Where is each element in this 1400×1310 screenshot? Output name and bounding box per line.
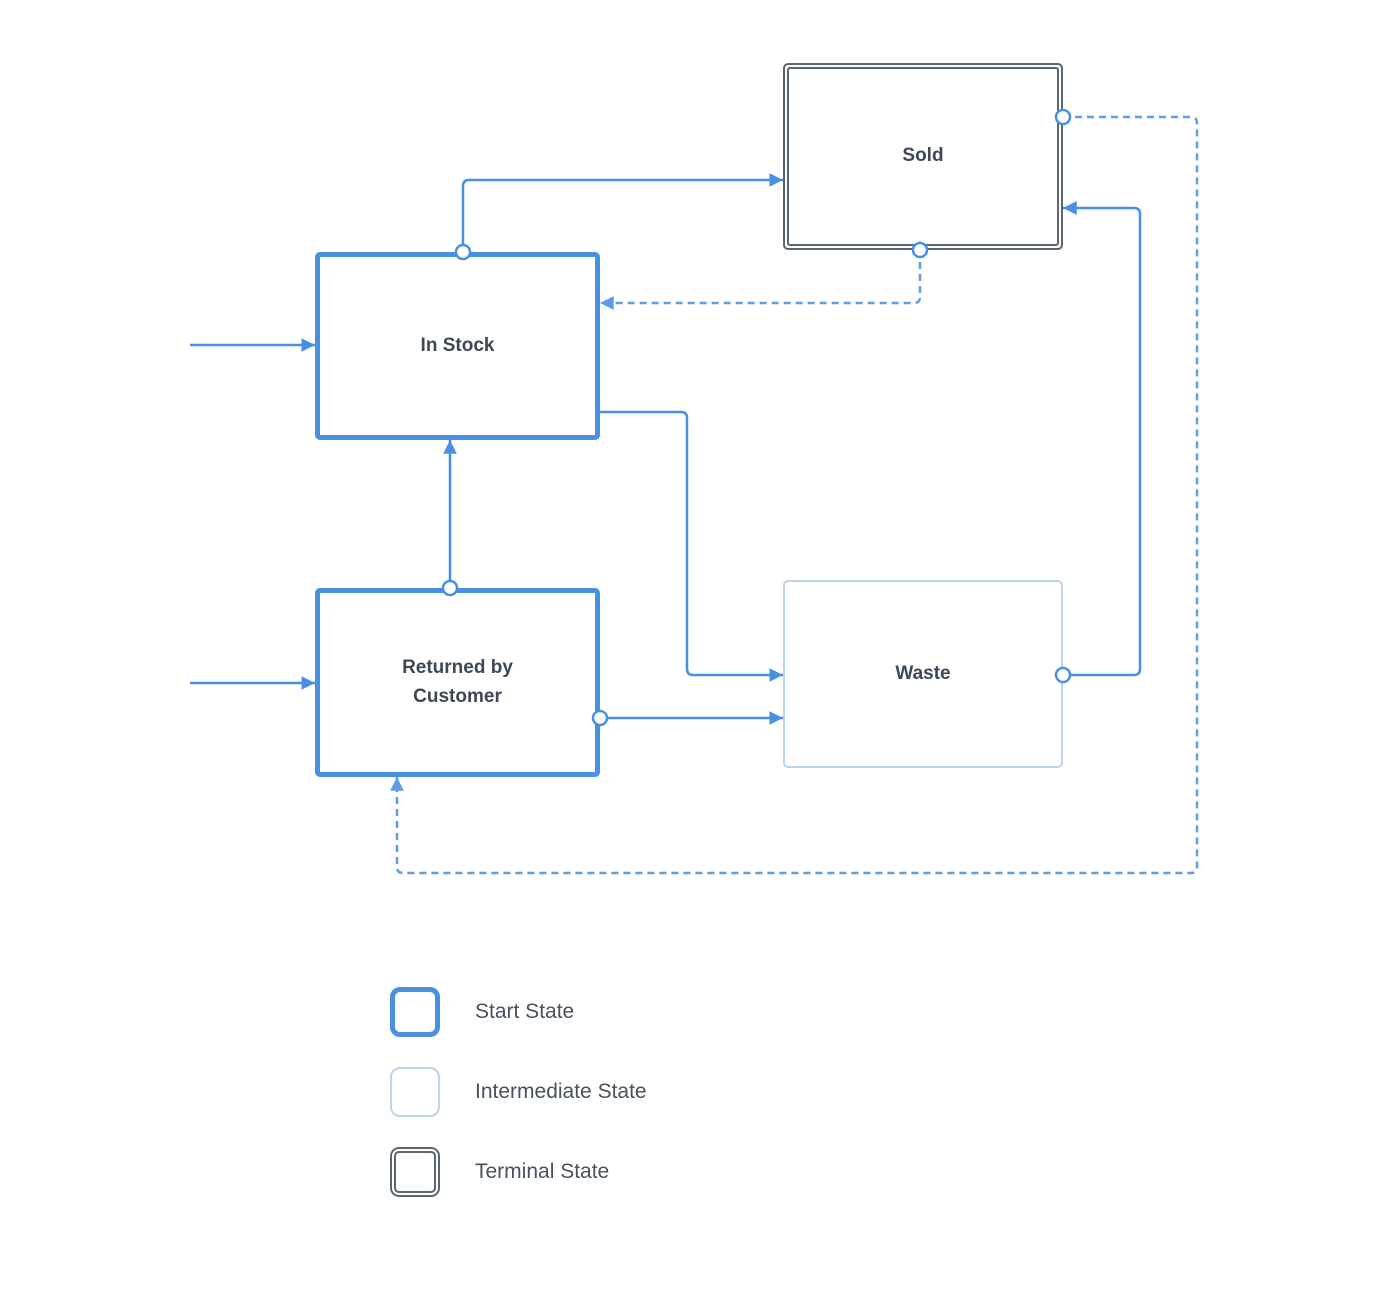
legend-item-intermediate: Intermediate State (390, 1067, 647, 1117)
edge-sold-to-returned[interactable] (390, 115, 1199, 875)
legend-swatch-terminal-state (390, 1147, 440, 1197)
legend: Start State Intermediate State Terminal … (390, 987, 647, 1227)
connector-port-sold-right[interactable] (1054, 108, 1072, 126)
connector-port-returned-top[interactable] (441, 579, 459, 597)
legend-item-start: Start State (390, 987, 647, 1037)
state-node-waste[interactable]: Waste (783, 580, 1063, 768)
edge-waste-to-sold[interactable] (1063, 201, 1142, 677)
edge-sold-to-in-stock[interactable] (600, 250, 922, 310)
state-node-returned-by-customer[interactable]: Returned by Customer (315, 588, 600, 777)
connector-port-returned-right[interactable] (591, 709, 609, 727)
legend-label-intermediate-state: Intermediate State (475, 1080, 647, 1103)
connector-port-waste-right[interactable] (1054, 666, 1072, 684)
legend-label-start-state: Start State (475, 1000, 575, 1023)
connector-port-sold-bottom[interactable] (911, 241, 929, 259)
connector-port-in-stock-top[interactable] (454, 243, 472, 261)
legend-item-terminal: Terminal State (390, 1147, 647, 1197)
legend-swatch-intermediate-state (390, 1067, 440, 1117)
state-node-sold[interactable]: Sold (783, 63, 1063, 250)
edge-in-stock-to-waste[interactable] (600, 410, 783, 682)
edge-in-stock-to-sold[interactable] (461, 173, 783, 248)
state-label-sold: Sold (902, 145, 944, 167)
state-label-returned-by-customer: Returned by Customer (402, 657, 513, 707)
state-label-waste: Waste (895, 662, 951, 684)
legend-label-terminal-state: Terminal State (475, 1160, 610, 1183)
state-label-in-stock: In Stock (420, 334, 495, 356)
legend-swatch-start-state (390, 987, 440, 1037)
state-node-in-stock[interactable]: In Stock (315, 252, 600, 440)
